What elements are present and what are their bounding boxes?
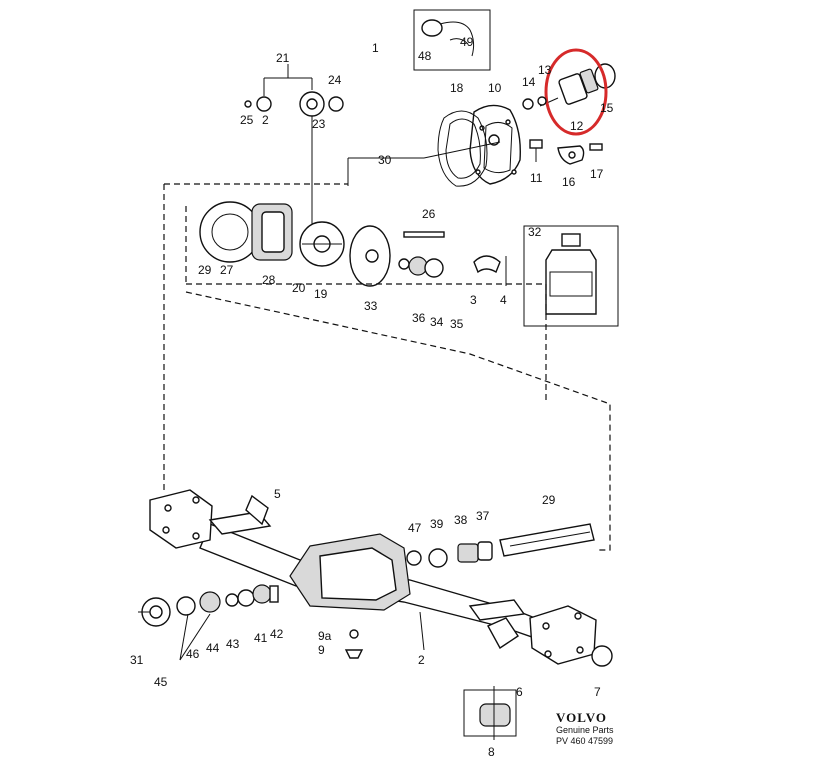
seal-7: [591, 645, 613, 667]
shaft-26: [403, 231, 445, 238]
bearing-cap-3: [473, 255, 501, 274]
shim-33: [349, 225, 391, 287]
inset-sensor-box: [413, 9, 491, 71]
ring-gear-29: [199, 201, 261, 263]
label-2-top: 2: [262, 113, 269, 127]
label-14: 14: [522, 75, 536, 89]
label-16: 16: [562, 175, 576, 189]
label-33: 33: [364, 299, 378, 313]
label-3: 3: [470, 293, 477, 307]
brand-name: VOLVO: [556, 710, 607, 725]
label-23: 23: [312, 117, 326, 131]
label-7: 7: [594, 685, 601, 699]
label-30: 30: [378, 153, 392, 167]
label-44: 44: [206, 641, 220, 655]
washer-24: [328, 96, 344, 112]
bushing-8: [463, 689, 517, 737]
label-4: 4: [500, 293, 507, 307]
volvo-brand-block: VOLVO Genuine Parts PV 460 47599: [556, 710, 614, 746]
bearing-34-35-36: [398, 256, 444, 278]
label-29-top: 29: [198, 263, 212, 277]
axle-housing-2: [199, 523, 561, 645]
label-17: 17: [590, 167, 604, 181]
label-9: 9: [318, 643, 325, 657]
side-gear-23: [299, 91, 325, 236]
part-12-speed-sender: [539, 63, 616, 107]
label-34: 34: [430, 315, 444, 329]
label-43: 43: [226, 637, 240, 651]
label-9a: 9a: [318, 629, 332, 643]
rear-cover-10: [469, 104, 521, 185]
brand-line1: Genuine Parts: [556, 725, 614, 735]
pinion-bearing-37-38: [457, 541, 493, 563]
label-32: 32: [528, 225, 542, 239]
label-41: 41: [254, 631, 268, 645]
label-21: 21: [276, 51, 290, 65]
label-45: 45: [154, 675, 168, 689]
label-36: 36: [412, 311, 426, 325]
washer-25: [244, 100, 252, 108]
label-20: 20: [292, 281, 306, 295]
bracket-16: [557, 143, 603, 165]
label-10: 10: [488, 81, 502, 95]
label-47: 47: [408, 521, 422, 535]
label-48: 48: [418, 49, 432, 63]
highlight-circle: [544, 48, 608, 136]
label-37: 37: [476, 509, 490, 523]
washers-13-14: [522, 96, 547, 110]
label-29-bottom: 29: [542, 493, 556, 507]
pinion-gear-2: [256, 96, 272, 112]
oil-bottle-32: [523, 225, 619, 327]
pinion-shaft-29: [499, 523, 595, 557]
label-11: 11: [530, 171, 543, 185]
flange-right: [529, 605, 597, 665]
spacer-39: [428, 548, 448, 568]
label-6: 6: [516, 685, 523, 699]
axle-shaft-31: [138, 597, 171, 627]
label-25: 25: [240, 113, 254, 127]
flange-left: [149, 489, 213, 549]
label-27: 27: [220, 263, 234, 277]
washer-47: [406, 550, 422, 566]
label-18: 18: [450, 81, 464, 95]
label-31: 31: [130, 653, 144, 667]
label-39: 39: [430, 517, 444, 531]
label-49: 49: [460, 35, 474, 49]
spring-seat-6: [468, 599, 526, 650]
label-2: 2: [418, 653, 425, 667]
bolt-11: [529, 139, 543, 162]
brand-line2: PV 460 47599: [556, 736, 613, 746]
label-5: 5: [274, 487, 281, 501]
gasket-18: [437, 110, 488, 187]
label-24: 24: [328, 73, 342, 87]
label-15: 15: [600, 101, 614, 115]
label-13: 13: [538, 63, 552, 77]
label-8: 8: [488, 745, 495, 759]
diff-case-19-20: [299, 221, 345, 267]
diff-case-28: [251, 203, 293, 261]
bearing-seal-stack: [176, 584, 279, 616]
label-28: 28: [262, 273, 276, 287]
label-42: 42: [270, 627, 284, 641]
bracket-21: [263, 64, 313, 96]
callouts: 1 2 3 4 5 6 7 8 9 9a 10 11 12 13 14 15 1…: [130, 35, 614, 759]
spring-seat-5: [208, 494, 272, 535]
label-1: 1: [372, 41, 379, 55]
label-35: 35: [450, 317, 464, 331]
drain-plug-9: [344, 629, 364, 659]
label-12: 12: [570, 119, 584, 133]
label-19: 19: [314, 287, 328, 301]
label-26: 26: [422, 207, 436, 221]
label-46: 46: [186, 647, 200, 661]
label-38: 38: [454, 513, 468, 527]
